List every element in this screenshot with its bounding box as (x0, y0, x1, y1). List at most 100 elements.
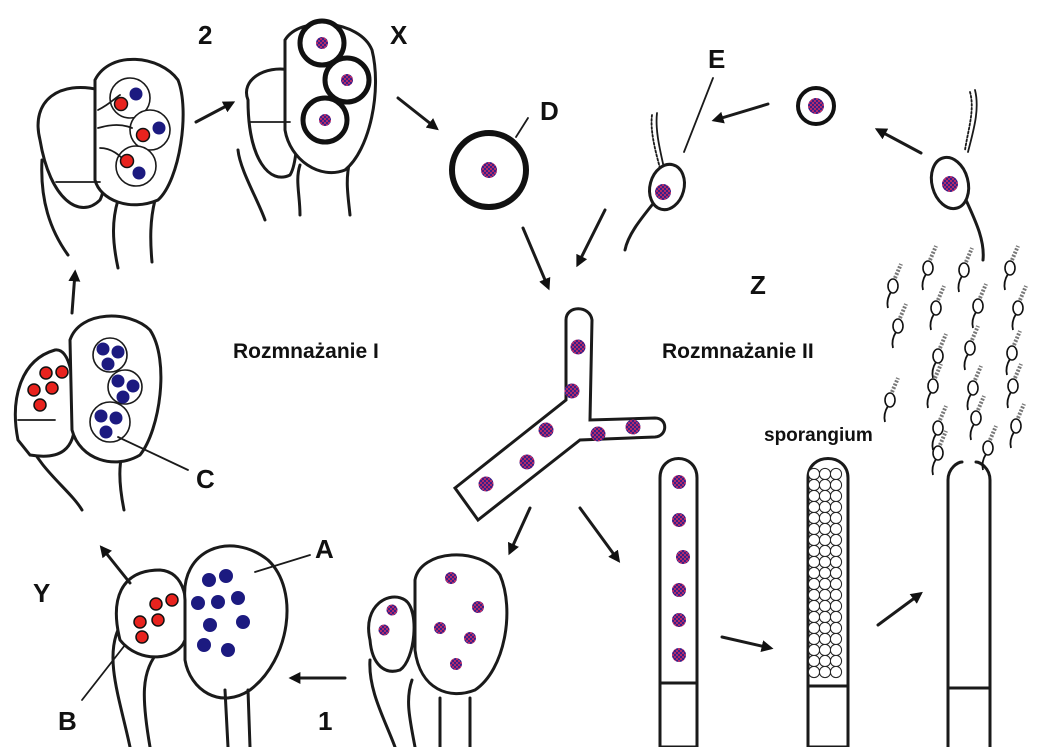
spore (819, 501, 830, 512)
spore (808, 523, 819, 534)
spore (808, 490, 819, 501)
label-b: B (58, 706, 77, 737)
spore (808, 622, 819, 633)
zoospore-top-right (926, 90, 983, 260)
zoospore (970, 396, 984, 440)
empty-sporangium (948, 462, 990, 747)
spore (819, 468, 830, 479)
stage-zygotes-x (238, 21, 376, 220)
spore (808, 666, 819, 677)
stage-fertilization (38, 59, 183, 268)
spore (819, 655, 830, 666)
zoospore (1010, 404, 1024, 448)
spore (819, 567, 830, 578)
spore (830, 468, 841, 479)
zoospore (887, 264, 901, 308)
zoospores-z (884, 246, 1026, 475)
mycelium (455, 309, 665, 520)
spore (830, 501, 841, 512)
spore (808, 567, 819, 578)
spore (819, 578, 830, 589)
oogonium-a (185, 546, 287, 698)
spore (830, 490, 841, 501)
spore (830, 578, 841, 589)
zoospore-e (625, 78, 713, 250)
label-x: X (390, 20, 407, 51)
zoospore (1007, 364, 1021, 408)
label-stage-2: 2 (198, 20, 212, 51)
spore (830, 567, 841, 578)
label-y: Y (33, 578, 50, 609)
zoospore (922, 246, 936, 290)
spore (819, 556, 830, 567)
label-reproduction-2: Rozmnażanie II (662, 340, 814, 364)
stage-young-gametangia (369, 555, 507, 747)
spore (808, 534, 819, 545)
spore (808, 545, 819, 556)
label-e: E (708, 44, 725, 75)
spore (830, 534, 841, 545)
spore (819, 622, 830, 633)
label-d: D (540, 96, 559, 127)
label-a: A (315, 534, 334, 565)
zoospore (967, 366, 981, 410)
spore (808, 600, 819, 611)
spore (830, 523, 841, 534)
spore (830, 479, 841, 490)
zoospore (927, 364, 941, 408)
spore (808, 512, 819, 523)
spore (808, 501, 819, 512)
spore (808, 479, 819, 490)
zoospore (964, 326, 978, 370)
zoospore (1012, 286, 1026, 330)
label-z: Z (750, 270, 766, 301)
spore (808, 589, 819, 600)
spore (819, 611, 830, 622)
spore (819, 589, 830, 600)
spore (819, 600, 830, 611)
spore (808, 611, 819, 622)
label-c: C (196, 464, 215, 495)
hypha-with-nuclei (660, 459, 697, 747)
spore (830, 589, 841, 600)
spore (808, 468, 819, 479)
spore (830, 633, 841, 644)
spore (819, 523, 830, 534)
zoospore (1004, 246, 1018, 290)
zoospore (930, 286, 944, 330)
zoospore (982, 426, 996, 470)
spore (830, 655, 841, 666)
spore (808, 655, 819, 666)
spore (819, 633, 830, 644)
spore (830, 666, 841, 677)
sporangium (808, 459, 848, 747)
spore (819, 490, 830, 501)
zoospore (884, 378, 898, 422)
encysted-zoospore (798, 88, 834, 124)
zoospore (1006, 331, 1020, 375)
spore (830, 611, 841, 622)
label-stage-1: 1 (318, 706, 332, 737)
label-sporangium: sporangium (764, 425, 873, 447)
spore (819, 644, 830, 655)
spore (819, 512, 830, 523)
spore (808, 633, 819, 644)
stage-gametangia-c (15, 316, 188, 510)
spore (819, 534, 830, 545)
oospore-d (452, 118, 528, 207)
spore (830, 622, 841, 633)
label-reproduction-1: Rozmnażanie I (233, 340, 379, 364)
spore (808, 578, 819, 589)
zoospore (972, 284, 986, 328)
spore (808, 556, 819, 567)
spore (830, 512, 841, 523)
spore (808, 644, 819, 655)
stage-gametangia-a-b (82, 546, 310, 747)
spore (830, 545, 841, 556)
spore (819, 479, 830, 490)
spore (819, 666, 830, 677)
spore (830, 644, 841, 655)
zoospore (958, 248, 972, 292)
spore (819, 545, 830, 556)
